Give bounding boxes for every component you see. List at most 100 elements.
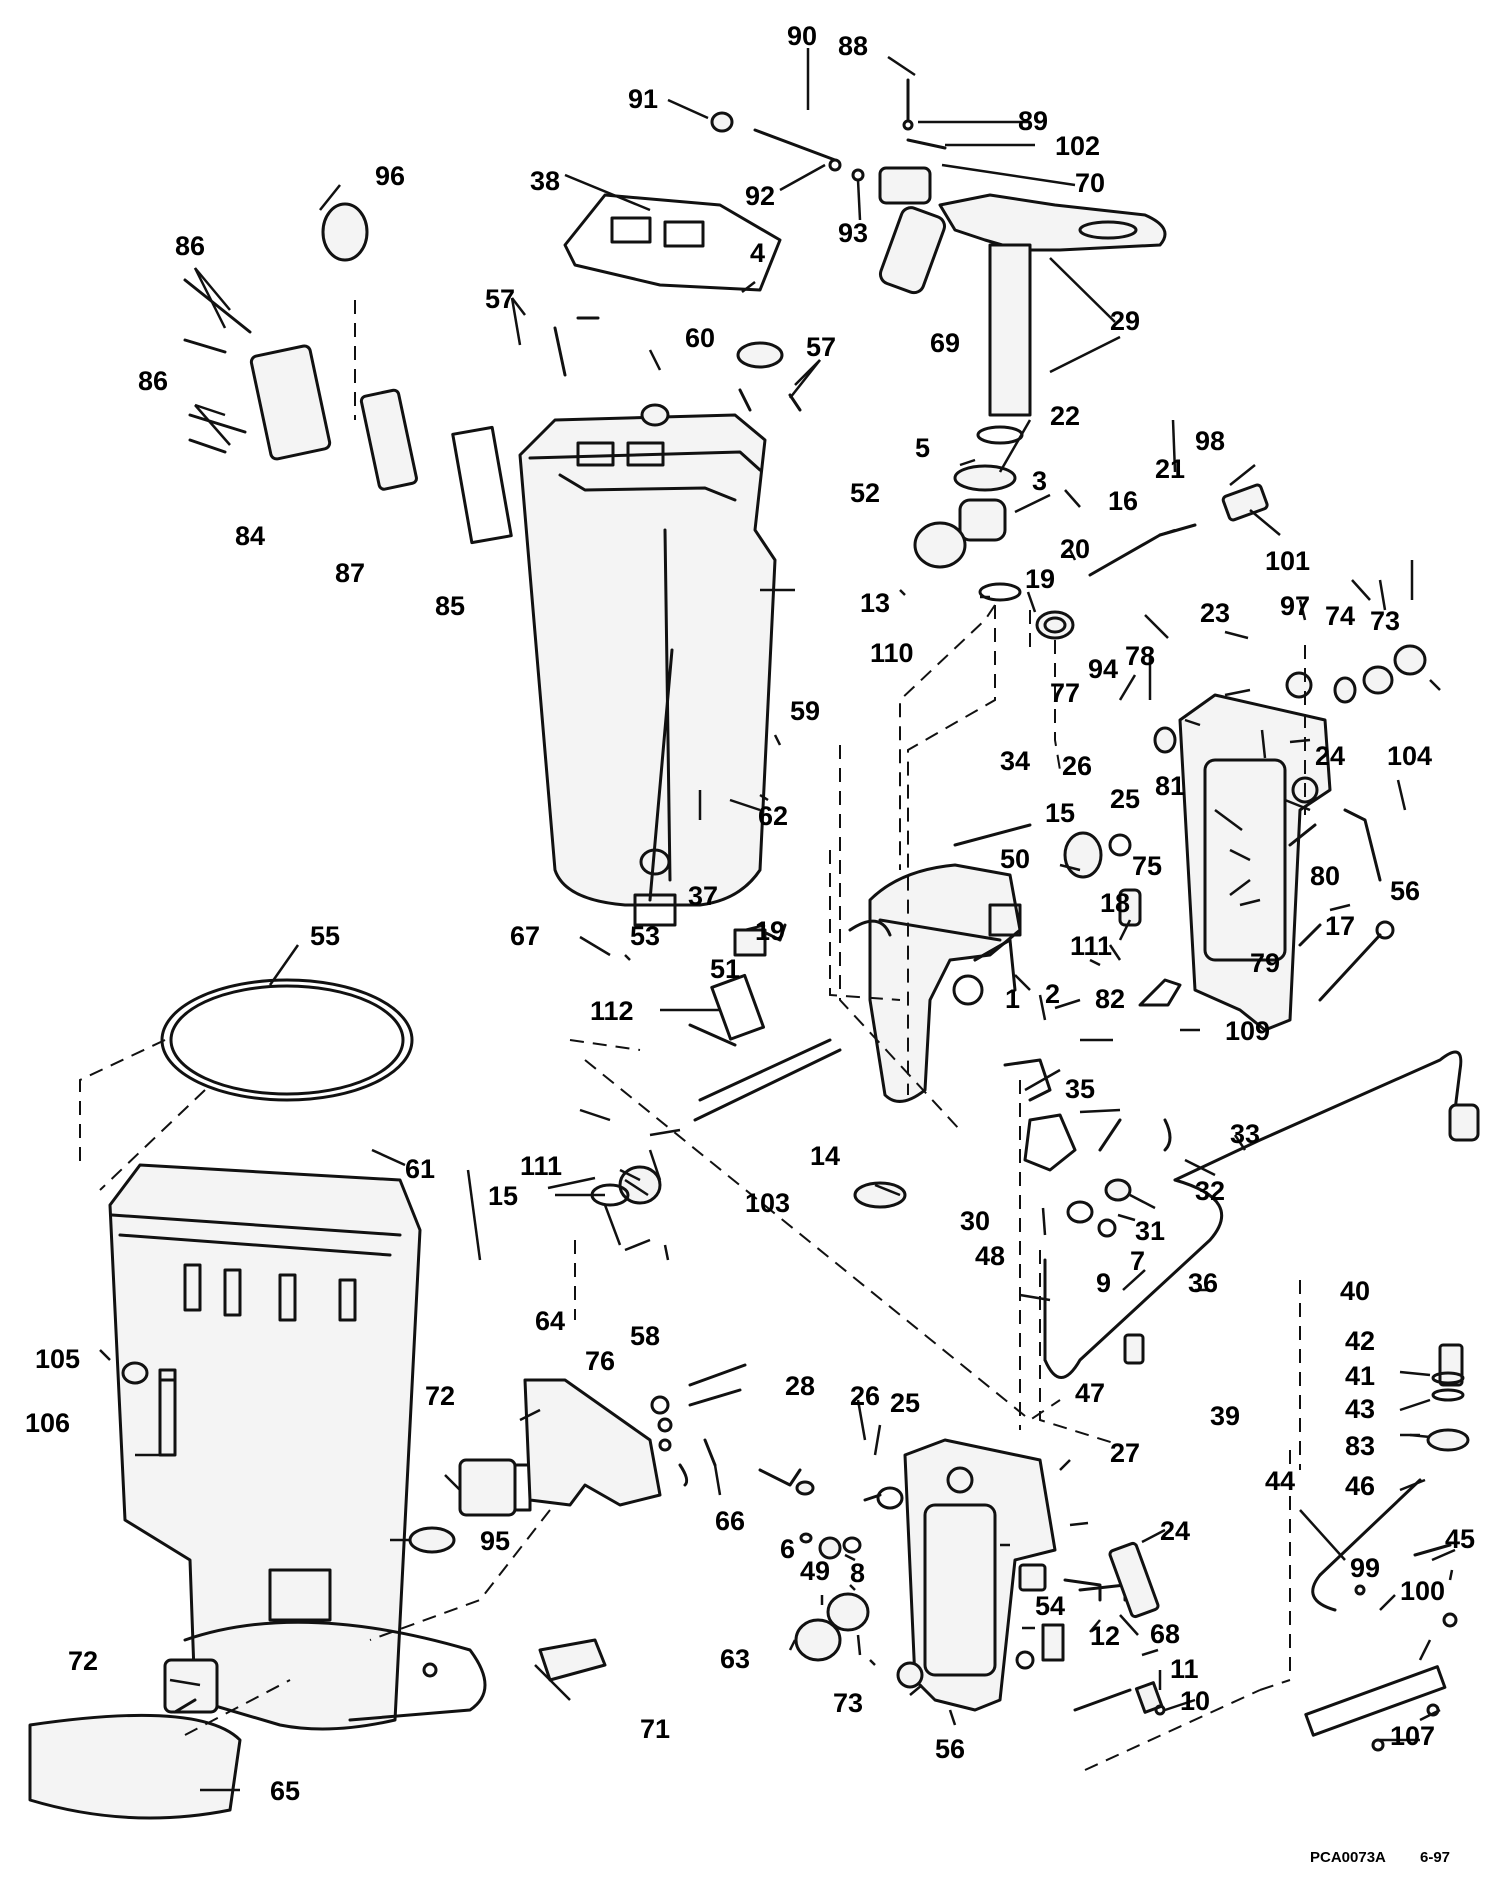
callout-63: 63	[720, 1644, 750, 1674]
callout-labels: 90 88 91 89 102 70 38 92 93 96 86 4 57 6…	[25, 21, 1475, 1806]
callout-83: 83	[1345, 1431, 1375, 1461]
callout-1: 1	[1005, 984, 1020, 1014]
callout-6: 6	[780, 1534, 795, 1564]
callout-112: 112	[590, 996, 634, 1026]
callout-46: 46	[1345, 1471, 1375, 1501]
callout-14: 14	[810, 1141, 840, 1171]
callout-92: 92	[745, 181, 775, 211]
callout-104: 104	[1387, 741, 1432, 771]
callout-88: 88	[838, 31, 868, 61]
figure-code: PCA0073A	[1310, 1849, 1386, 1866]
callout-110: 110	[870, 638, 914, 668]
callout-61: 61	[405, 1154, 435, 1184]
callout-98: 98	[1195, 426, 1225, 456]
callout-25a: 25	[1110, 784, 1140, 814]
callout-64: 64	[535, 1306, 565, 1336]
callout-72b: 72	[68, 1646, 98, 1676]
hardware-parts	[28, 78, 1480, 1820]
callout-73b: 73	[833, 1688, 863, 1718]
callout-26a: 26	[1062, 751, 1092, 781]
callout-20: 20	[1060, 534, 1090, 564]
callout-87: 87	[335, 558, 365, 588]
callout-89: 89	[1018, 106, 1048, 136]
callout-48: 48	[975, 1241, 1005, 1271]
callout-10: 10	[1180, 1686, 1210, 1716]
callout-82: 82	[1095, 984, 1125, 1014]
callout-15b: 15	[488, 1181, 518, 1211]
stern-bracket-left	[903, 1438, 1057, 1712]
callout-91: 91	[628, 84, 658, 114]
callout-45: 45	[1445, 1524, 1475, 1554]
callout-54: 54	[1035, 1591, 1065, 1621]
leader-lines	[99, 48, 1456, 1792]
callout-70: 70	[1075, 168, 1105, 198]
callout-30: 30	[960, 1206, 990, 1236]
callout-107: 107	[1390, 1721, 1435, 1751]
swivel-bracket	[868, 863, 1022, 1103]
callout-56b: 56	[935, 1734, 965, 1764]
callout-19b: 19	[755, 916, 785, 946]
callout-100: 100	[1400, 1576, 1445, 1606]
callout-27: 27	[1110, 1438, 1140, 1468]
callout-7: 7	[1130, 1246, 1145, 1276]
callout-79: 79	[1250, 948, 1280, 978]
callout-67: 67	[510, 921, 540, 951]
callout-84: 84	[235, 521, 265, 551]
callout-21: 21	[1155, 454, 1185, 484]
callout-78: 78	[1125, 641, 1155, 671]
callout-85: 85	[435, 591, 465, 621]
callout-29: 29	[1110, 306, 1140, 336]
callout-8: 8	[850, 1558, 865, 1588]
callout-16: 16	[1108, 486, 1138, 516]
callout-49: 49	[800, 1556, 830, 1586]
callout-2: 2	[1045, 979, 1060, 1009]
callout-24a: 24	[1315, 741, 1345, 771]
callout-66: 66	[715, 1506, 745, 1536]
callout-37: 37	[688, 881, 718, 911]
callout-97: 97	[1280, 591, 1310, 621]
callout-22: 22	[1050, 401, 1080, 431]
callout-51: 51	[710, 954, 740, 984]
callout-59: 59	[790, 696, 820, 726]
lower-housing	[108, 1163, 487, 1731]
callout-41: 41	[1345, 1361, 1375, 1391]
callout-15a: 15	[1045, 798, 1075, 828]
callout-103: 103	[745, 1188, 790, 1218]
callout-74: 74	[1325, 601, 1355, 631]
callout-86b: 86	[138, 366, 168, 396]
callout-25b: 25	[890, 1388, 920, 1418]
callout-33: 33	[1230, 1119, 1260, 1149]
callout-53: 53	[630, 921, 660, 951]
callout-28: 28	[785, 1371, 815, 1401]
callout-111a: 111	[1070, 931, 1112, 961]
callout-19a: 19	[1025, 564, 1055, 594]
callout-99: 99	[1350, 1553, 1380, 1583]
stern-bracket-right	[1178, 693, 1332, 1032]
callout-55: 55	[310, 921, 340, 951]
callout-4: 4	[750, 238, 765, 268]
callout-35: 35	[1065, 1074, 1095, 1104]
callout-94: 94	[1088, 654, 1118, 684]
callout-3: 3	[1032, 466, 1047, 496]
callout-73a: 73	[1370, 606, 1400, 636]
reference-lines	[79, 300, 1306, 1771]
callout-43: 43	[1345, 1394, 1375, 1424]
callout-18: 18	[1100, 888, 1130, 918]
callout-96: 96	[375, 161, 405, 191]
callout-17: 17	[1325, 911, 1355, 941]
callout-5: 5	[915, 433, 930, 463]
callout-34: 34	[1000, 746, 1030, 776]
callout-95: 95	[480, 1526, 510, 1556]
callout-57b: 57	[806, 332, 836, 362]
callout-42: 42	[1345, 1326, 1375, 1356]
callout-36: 36	[1188, 1268, 1218, 1298]
callout-50: 50	[1000, 844, 1030, 874]
callout-13: 13	[860, 588, 890, 618]
figure-footer: PCA0073A 6-97	[1310, 1849, 1450, 1866]
callout-93: 93	[838, 218, 868, 248]
callout-12: 12	[1090, 1621, 1120, 1651]
callout-58: 58	[630, 1321, 660, 1351]
callout-69: 69	[930, 328, 960, 358]
callout-57a: 57	[485, 284, 515, 314]
